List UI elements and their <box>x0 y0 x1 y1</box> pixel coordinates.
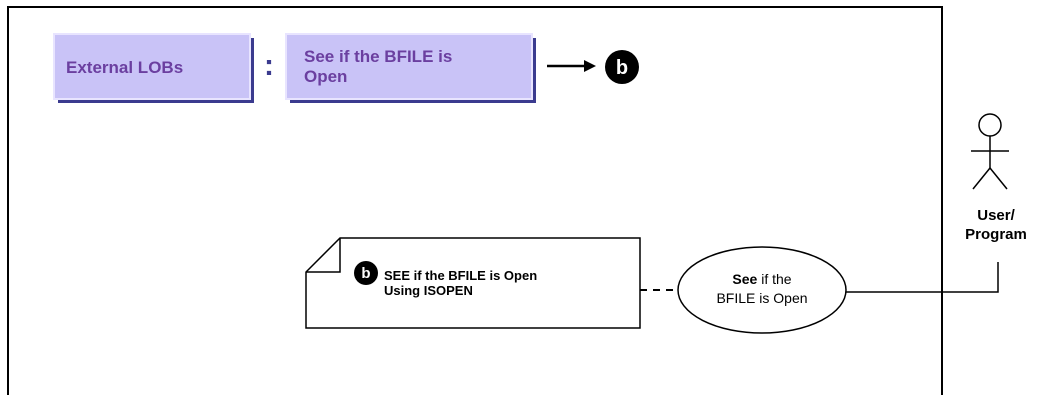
breadcrumb-current-label-line1: See if the BFILE is <box>304 47 452 66</box>
note-marker-badge: b <box>354 261 378 285</box>
actor-stick-figure-icon[interactable] <box>971 113 1009 190</box>
breadcrumb-arrow-icon <box>547 60 596 72</box>
use-case-line2: BFILE is Open <box>716 290 807 306</box>
actor-association-line <box>846 262 999 293</box>
actor-label-line2: Program <box>965 226 1027 243</box>
use-case-line1-bold: See <box>732 271 757 287</box>
actor-label-line1: User/ <box>977 207 1015 224</box>
breadcrumb-current-box[interactable]: See if the BFILE is Open <box>285 33 536 103</box>
note-marker-letter: b <box>361 265 370 282</box>
breadcrumb-separator: : <box>264 49 274 82</box>
breadcrumb-marker-letter: b <box>616 57 628 79</box>
breadcrumb-root-box[interactable]: External LOBs <box>53 33 254 103</box>
note-line1: SEE if the BFILE is Open <box>384 268 537 283</box>
use-case-line1: See if the <box>732 271 791 287</box>
note-box[interactable]: b SEE if the BFILE is Open Using ISOPEN <box>305 237 641 329</box>
breadcrumb-root-label: External LOBs <box>66 58 183 77</box>
breadcrumb-current-label-line2: Open <box>304 67 347 86</box>
system-boundary <box>7 6 943 395</box>
breadcrumb-marker-badge[interactable]: b <box>605 50 639 84</box>
note-line2: Using ISOPEN <box>384 283 473 298</box>
use-case-line1-rest: if the <box>757 271 791 287</box>
use-case-ellipse[interactable]: See if the BFILE is Open <box>677 246 847 334</box>
